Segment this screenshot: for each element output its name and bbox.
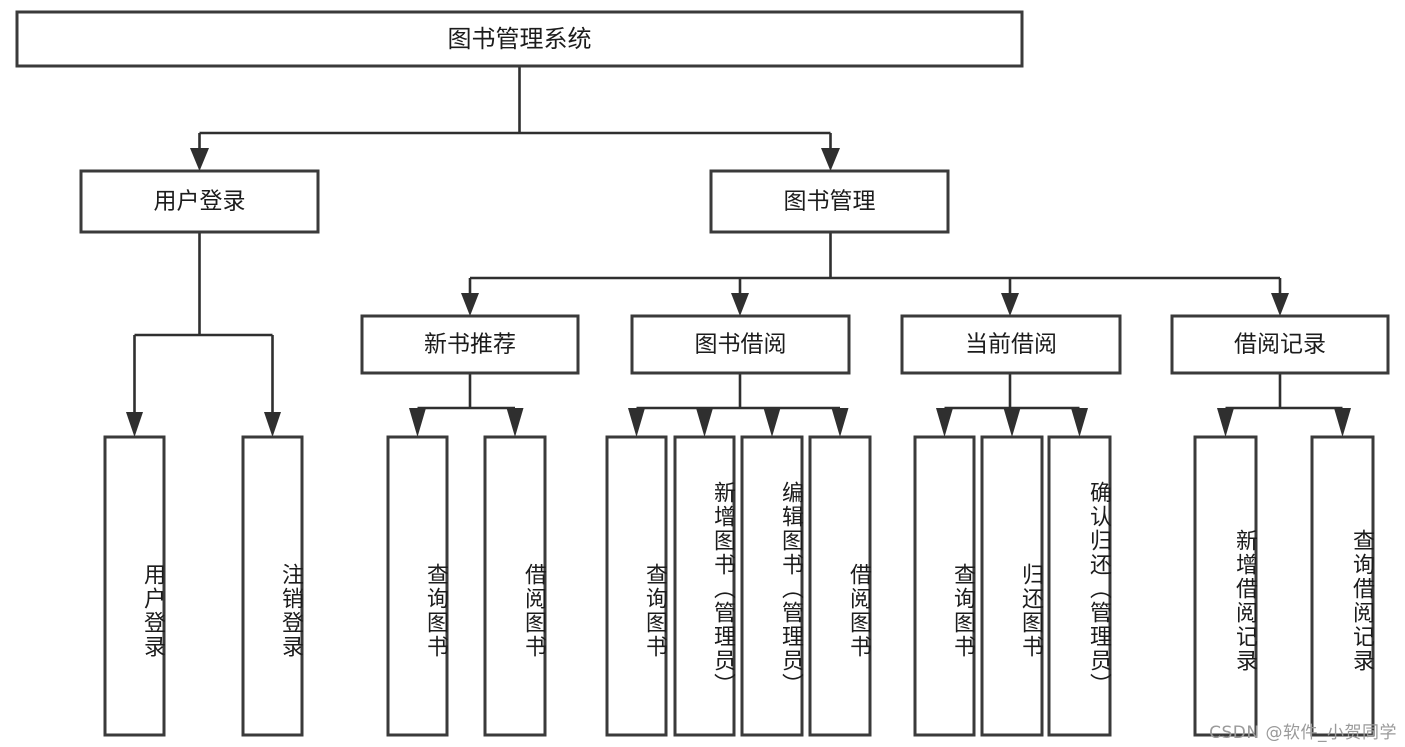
- leaf-box-logout[interactable]: [241, 435, 304, 737]
- arrow-leaf-add-record: [1217, 408, 1234, 437]
- leaf-box-confirm-return[interactable]: [1047, 435, 1112, 737]
- arrow-leaf-borrow-book-2: [831, 408, 849, 437]
- arrow-leaf-query-book-2: [628, 408, 645, 437]
- arrow-to-book-manage: [821, 148, 840, 171]
- leaf-box-add-book[interactable]: [673, 435, 736, 737]
- connector-layer: [126, 66, 1351, 437]
- node-box-root[interactable]: [15, 10, 1024, 68]
- arrow-leaf-add-book: [696, 408, 713, 437]
- leaf-box-query-book-3[interactable]: [913, 435, 976, 737]
- node-box-book-borrow[interactable]: [630, 314, 851, 375]
- leaf-box-query-book-1[interactable]: [386, 435, 449, 737]
- leaf-box-query-record[interactable]: [1310, 435, 1375, 737]
- arrow-leaf-edit-book: [763, 408, 781, 437]
- leaf-box-borrow-book-1[interactable]: [483, 435, 547, 737]
- leaf-box-add-record[interactable]: [1193, 435, 1258, 737]
- arrow-to-borrow: [731, 293, 749, 316]
- arrow-leaf-query-book-3: [936, 408, 953, 437]
- node-label-current-borrow: 当前借阅: [965, 332, 1057, 358]
- node-box-borrow-record[interactable]: [1170, 314, 1390, 375]
- node-box-current-borrow[interactable]: [900, 314, 1122, 375]
- arrow-to-new-book: [461, 293, 479, 316]
- arrow-leaf-borrow-book-1: [506, 408, 524, 437]
- node-label-root: 图书管理系统: [448, 25, 592, 53]
- arrow-to-user-login: [190, 148, 209, 171]
- node-label-user-login: 用户登录: [154, 189, 246, 215]
- node-box-new-book-recommend[interactable]: [360, 314, 580, 375]
- node-layer: 图书管理系统 用户登录 图书管理 新书推荐 图书借阅 当前借阅 借阅记录: [15, 10, 1390, 737]
- leaf-box-query-book-2[interactable]: [605, 435, 668, 737]
- node-box-book-manage[interactable]: [709, 169, 950, 234]
- node-label-book-borrow: 图书借阅: [695, 332, 787, 358]
- node-box-user-login[interactable]: [79, 169, 320, 234]
- leaf-box-edit-book[interactable]: [740, 435, 804, 737]
- arrow-leaf-query-record: [1334, 408, 1351, 437]
- arrow-leaf-query-book-1: [409, 408, 426, 437]
- leaf-box-user-login[interactable]: [103, 435, 166, 737]
- csdn-watermark: CSDN @软件_小贺同学: [1209, 723, 1397, 743]
- node-label-book-manage: 图书管理: [784, 189, 876, 215]
- arrow-leaf-confirm-return: [1071, 408, 1088, 437]
- arrow-leaf-return-book: [1003, 408, 1021, 437]
- arrow-leaf-user-login: [126, 412, 143, 437]
- node-label-borrow-record: 借阅记录: [1234, 332, 1326, 358]
- leaf-box-return-book[interactable]: [980, 435, 1044, 737]
- node-label-new-book-recommend: 新书推荐: [424, 332, 516, 358]
- arrow-leaf-logout: [264, 412, 281, 437]
- arrow-to-current-borrow: [1001, 293, 1019, 316]
- arrow-to-borrow-record: [1271, 293, 1289, 316]
- leaf-box-borrow-book-2[interactable]: [808, 435, 872, 737]
